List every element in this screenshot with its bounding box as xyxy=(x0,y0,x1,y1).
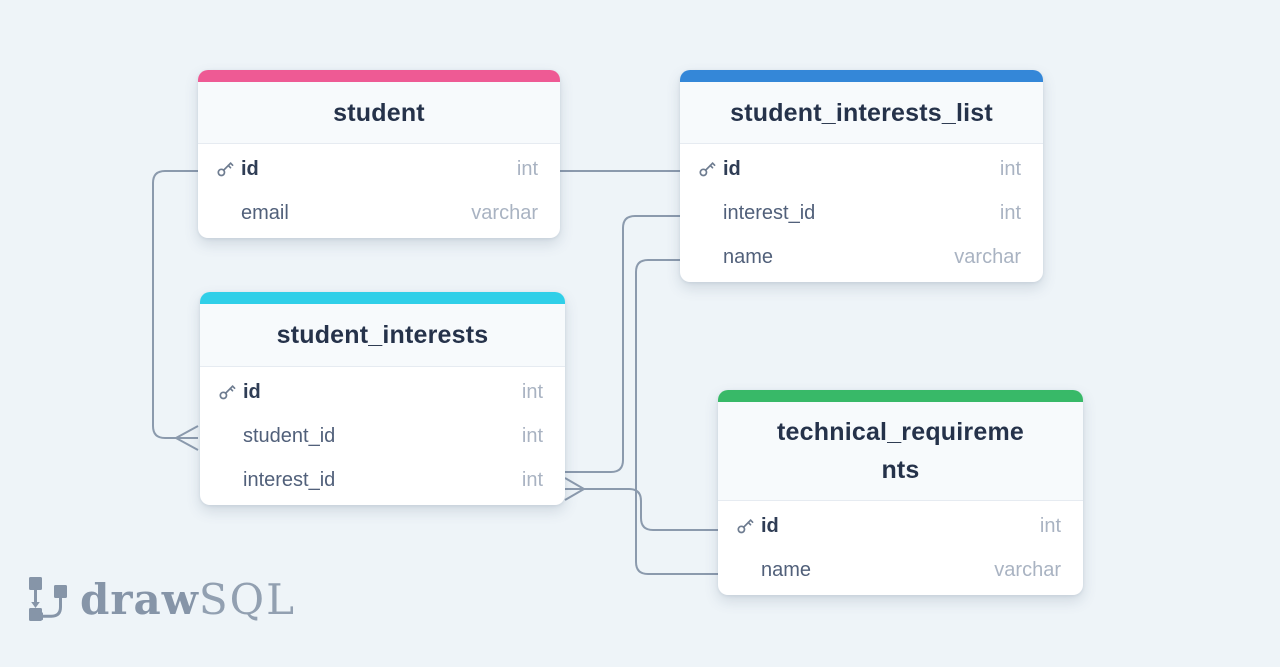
column-name: name xyxy=(761,558,812,581)
table-header: student_interests_list xyxy=(680,82,1043,144)
column-type: int xyxy=(516,157,538,180)
column-name: id xyxy=(241,157,259,180)
logo-text-sql: SQL xyxy=(198,575,296,624)
table-header: student_interests xyxy=(200,304,565,367)
table-accent-bar xyxy=(680,70,1043,82)
table-columns: id int email varchar xyxy=(198,144,560,238)
table-column-row-student_interests_list-id[interactable]: id int xyxy=(680,147,1043,191)
table-header: student xyxy=(198,82,560,144)
table-column-row-technical_requirements-name[interactable]: name varchar xyxy=(718,548,1083,592)
primary-key-icon xyxy=(216,160,236,178)
column-name: student_id xyxy=(243,424,336,447)
table-card-technical_requirements[interactable]: technical_requireme nts id int xyxy=(718,390,1083,595)
table-title: student_interests_list xyxy=(730,98,993,127)
primary-key-icon xyxy=(698,160,718,178)
table-column-row-student_interests-student_id[interactable]: student_id int xyxy=(200,414,565,458)
table-column-row-student-id[interactable]: id int xyxy=(198,147,560,191)
relationship-line-student-interests-interest-id-to-student-interests-list-interest-id[interactable] xyxy=(565,215,680,473)
table-column-row-student_interests-id[interactable]: id int xyxy=(200,370,565,414)
column-name: id xyxy=(723,157,741,180)
table-title: student xyxy=(333,98,425,127)
column-type: int xyxy=(521,468,543,491)
drawsql-flow-icon xyxy=(29,577,67,621)
table-columns: id int name varchar xyxy=(718,501,1083,595)
table-column-row-student-email[interactable]: email varchar xyxy=(198,191,560,235)
column-type: varchar xyxy=(954,245,1021,268)
table-accent-bar xyxy=(200,292,565,304)
table-column-row-student_interests_list-interest_id[interactable]: interest_id int xyxy=(680,191,1043,235)
column-name: name xyxy=(723,245,774,268)
table-column-row-student_interests-interest_id[interactable]: interest_id int xyxy=(200,458,565,502)
table-columns: id int interest_id int xyxy=(680,144,1043,282)
table-title: technical_requireme nts xyxy=(777,418,1024,484)
column-type: varchar xyxy=(471,201,538,224)
primary-key-icon xyxy=(218,383,238,401)
table-column-row-student_interests_list-name[interactable]: name varchar xyxy=(680,235,1043,279)
column-type: int xyxy=(1039,514,1061,537)
column-name: id xyxy=(243,380,261,403)
table-card-student[interactable]: student id int xyxy=(198,70,560,238)
primary-key-icon xyxy=(736,517,756,535)
table-accent-bar xyxy=(198,70,560,82)
column-name: id xyxy=(761,514,779,537)
column-name: interest_id xyxy=(723,201,816,224)
table-header: technical_requireme nts xyxy=(718,402,1083,501)
column-type: int xyxy=(999,157,1021,180)
relationship-line-student-id-to-student-interests-student-id[interactable] xyxy=(152,170,199,451)
table-card-student_interests[interactable]: student_interests id int xyxy=(200,292,565,505)
table-accent-bar xyxy=(718,390,1083,402)
column-name: interest_id xyxy=(243,468,336,491)
column-type: int xyxy=(999,201,1021,224)
table-column-row-technical_requirements-id[interactable]: id int xyxy=(718,504,1083,548)
table-title: student_interests xyxy=(276,321,489,349)
column-type: int xyxy=(521,380,543,403)
column-type: varchar xyxy=(994,558,1061,581)
table-card-student_interests_list[interactable]: student_interests_list id int xyxy=(680,70,1043,282)
column-type: int xyxy=(521,424,543,447)
relationship-line-student-interests-list-name-to-technical-requirements-name[interactable] xyxy=(635,259,718,575)
table-columns: id int student_id int xyxy=(200,367,565,505)
relationship-line-student-interests-interest-id-to-technical-requirements-id[interactable] xyxy=(564,477,718,531)
logo-text-draw: draw xyxy=(80,575,199,624)
column-name: email xyxy=(241,201,289,224)
